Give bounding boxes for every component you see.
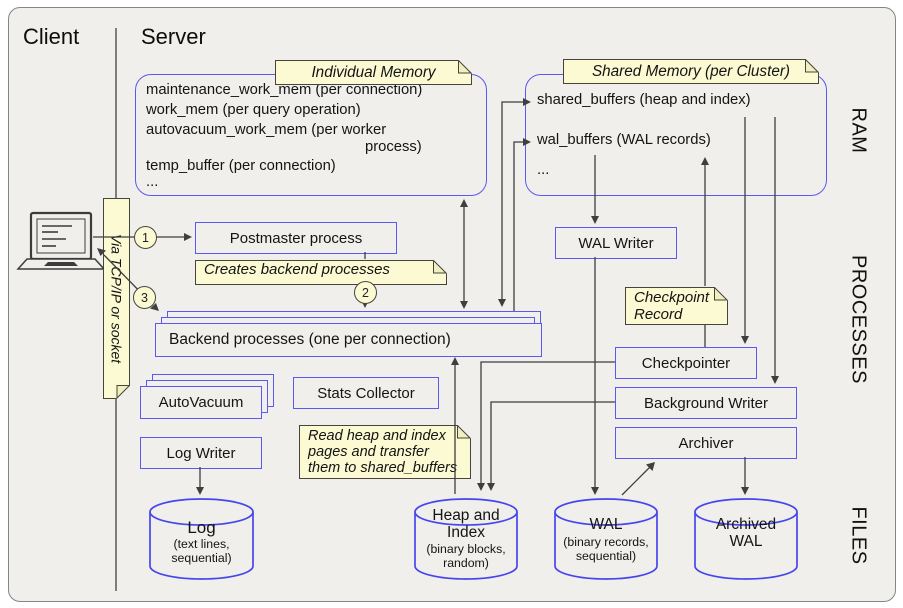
creates-backend-note: Creates backend processes [195, 260, 447, 285]
individual-memory-title-note: Individual Memory [275, 60, 472, 85]
shared-memory-title: Shared Memory (per Cluster) [591, 62, 791, 80]
param-maintenance-work-mem: maintenance_work_mem (per connection) [146, 82, 423, 98]
client-heading: Client [23, 24, 80, 49]
read-heap-note: Read heap and index pages and transfer t… [299, 425, 471, 479]
param-work-mem: work_mem (per query operation) [146, 102, 361, 118]
note-fold-icon [805, 59, 819, 73]
param-autovacuum-work-mem-cont: process) [365, 139, 422, 155]
via-tcpip-label: Via TCP/IP or socket [108, 233, 125, 364]
background-writer-box: Background Writer [615, 387, 797, 419]
note-fold-icon [457, 425, 471, 439]
param-shared-buffers: shared_buffers (heap and index) [537, 92, 751, 108]
wal-writer-box: WAL Writer [555, 227, 677, 259]
heap-index-cylinder-label: Heap and Index (binary blocks, random) [426, 507, 506, 571]
checkpoint-record-label: Checkpoint Record [634, 289, 710, 323]
archived-wal-cylinder-label: Archived WAL [715, 516, 777, 550]
param-temp-buffer: temp_buffer (per connection) [146, 158, 336, 174]
stats-collector-box: Stats Collector [293, 377, 439, 409]
checkpointer-box: Checkpointer [615, 347, 757, 379]
archiver-box: Archiver [615, 427, 797, 459]
shared-memory-ellipsis: ... [537, 162, 550, 178]
via-tcpip-note: Via TCP/IP or socket [103, 198, 130, 399]
checkpoint-record-note: Checkpoint Record [625, 287, 728, 325]
param-autovacuum-work-mem: autovacuum_work_mem (per worker [146, 122, 387, 138]
read-heap-label: Read heap and index pages and transfer t… [308, 428, 458, 477]
postmaster-process-box: Postmaster process [195, 222, 397, 254]
log-writer-box: Log Writer [140, 437, 262, 469]
processes-section-label: PROCESSES [847, 255, 870, 384]
server-heading: Server [141, 24, 206, 49]
param-wal-buffers: wal_buffers (WAL records) [537, 132, 711, 148]
log-cylinder-label: Log (text lines, sequential) [171, 518, 232, 566]
creates-backend-label: Creates backend processes [204, 261, 390, 278]
backend-processes-box: Backend processes (one per connection) [155, 323, 542, 357]
step-2-badge: 2 [354, 281, 377, 304]
note-fold-icon [458, 60, 472, 74]
step-1-badge: 1 [134, 226, 157, 249]
individual-memory-ellipsis: ... [146, 174, 159, 190]
autovacuum-box: AutoVacuum [140, 386, 262, 419]
shared-memory-title-note: Shared Memory (per Cluster) [563, 59, 819, 84]
ram-section-label: RAM [847, 107, 870, 154]
note-fold-icon [433, 260, 447, 274]
wal-cylinder-label: WAL (binary records, sequential) [563, 516, 649, 563]
individual-memory-title: Individual Memory [311, 63, 436, 81]
step-3-badge: 3 [133, 286, 156, 309]
note-fold-icon [116, 385, 130, 399]
files-section-label: FILES [847, 506, 870, 565]
note-fold-icon [714, 287, 728, 301]
